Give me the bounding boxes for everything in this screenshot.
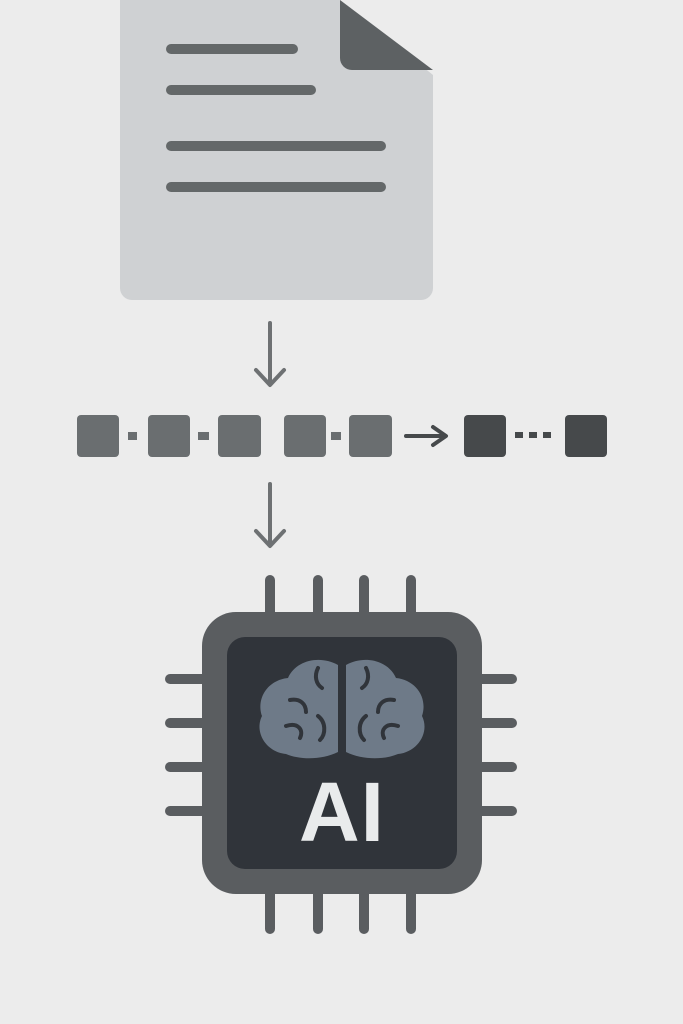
token-connector: [331, 432, 341, 440]
token-block: [218, 415, 261, 457]
token-block: [565, 415, 607, 457]
ai-label: AI: [299, 765, 385, 859]
brain-icon: [259, 659, 425, 759]
token-block: [349, 415, 392, 457]
token-block: [464, 415, 506, 457]
document-fold: [340, 0, 433, 70]
arrow-down-icon: [254, 482, 286, 548]
token-connector: [128, 432, 137, 440]
document-icon: [120, 0, 433, 300]
token-block: [77, 415, 119, 457]
ai-chip-icon: [165, 575, 517, 934]
arrow-right-icon: [404, 425, 448, 447]
token-connector: [198, 432, 209, 440]
token-block: [148, 415, 190, 457]
token-sequence: [77, 415, 607, 457]
ellipsis-connector: [515, 432, 551, 438]
token-block: [284, 415, 326, 457]
arrow-down-icon: [254, 321, 286, 387]
